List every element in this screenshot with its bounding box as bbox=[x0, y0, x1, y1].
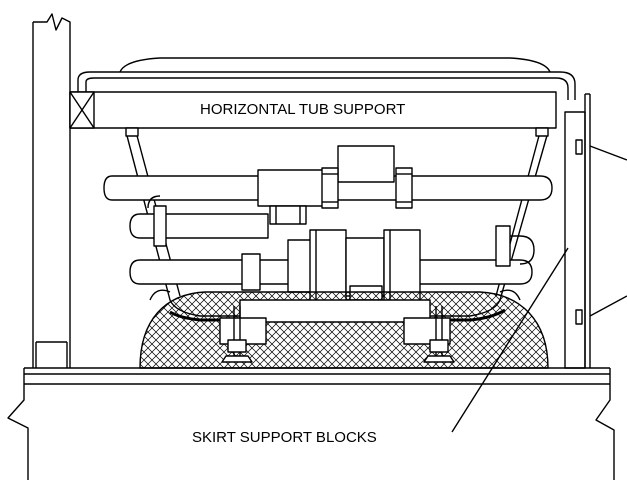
skirt-blocks-leader bbox=[451, 247, 569, 433]
leveling-feet bbox=[221, 306, 455, 363]
skirt-support-blocks-label: SKIRT SUPPORT BLOCKS bbox=[192, 429, 377, 446]
tub-rim bbox=[77, 57, 576, 100]
skirt-panel bbox=[564, 93, 627, 369]
middle-connector bbox=[129, 195, 307, 247]
floor-slab bbox=[7, 367, 615, 480]
left-wall-stud bbox=[32, 13, 71, 368]
upper-pipe bbox=[103, 145, 553, 209]
horizontal-tub-support bbox=[69, 91, 557, 129]
horizontal-tub-support-label: HORIZONTAL TUB SUPPORT bbox=[200, 101, 406, 118]
support-mound bbox=[139, 291, 549, 369]
